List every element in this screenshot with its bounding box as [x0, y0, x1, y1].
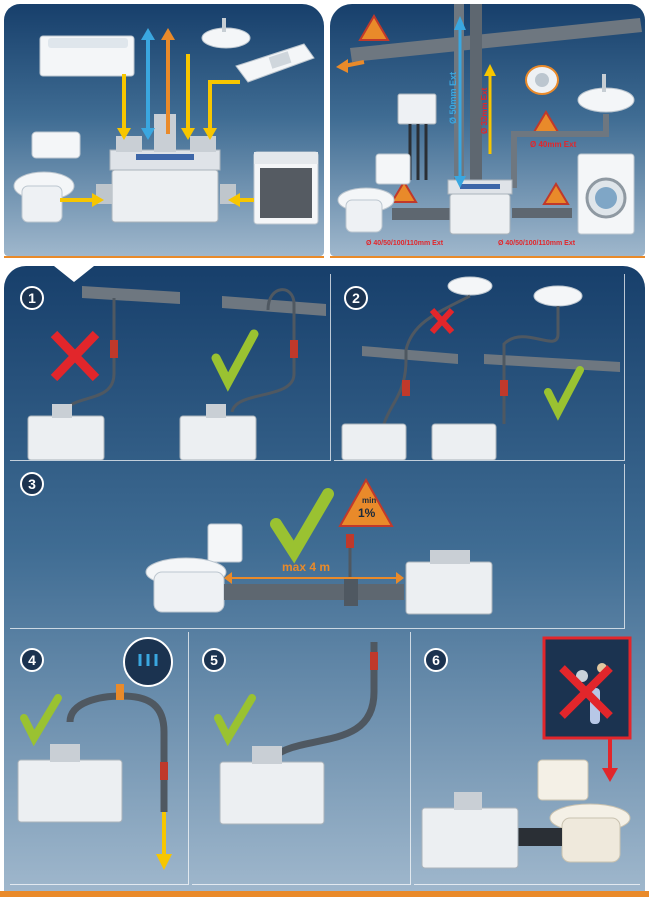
pump-unit-icon	[17, 744, 123, 823]
check-icon	[270, 488, 334, 564]
toilet-icon	[537, 759, 631, 863]
alarm-box-icon	[397, 93, 437, 125]
panel-installation: Ø 50mm Ext Ø 32mm Ext Ø 40mm Ext Ø 40/50…	[330, 4, 645, 256]
cross-icon	[559, 665, 613, 719]
inlets-illustration	[13, 18, 319, 225]
kitchen-sink-icon	[235, 43, 315, 83]
pipe-32mm-label: Ø 32mm Ext	[480, 87, 489, 134]
check-icon	[544, 366, 584, 421]
bathtub-icon	[39, 35, 135, 77]
pump-unit-icon	[405, 550, 493, 615]
sink-icon	[533, 285, 583, 307]
sink-icon	[447, 276, 493, 296]
divider-right	[330, 256, 645, 258]
inlet-left-label: Ø 40/50/100/110mm Ext	[366, 240, 444, 247]
step-2: 2	[334, 274, 625, 461]
cross-icon	[50, 330, 100, 382]
panel-steps: 1 2	[4, 266, 645, 891]
step-1: 1	[10, 274, 331, 461]
pump-unit-icon	[219, 746, 325, 825]
pipe-40mm-label: Ø 40mm Ext	[530, 140, 577, 149]
check-icon	[20, 694, 62, 747]
step-4-illustration	[17, 637, 173, 870]
pump-unit-icon	[341, 423, 407, 460]
toilet-icon	[145, 523, 243, 613]
sink-icon	[201, 18, 251, 49]
slope-warning-icon	[358, 14, 570, 205]
step-3-number: 3	[20, 472, 44, 496]
sink-icon	[577, 74, 635, 113]
divider-left	[4, 256, 324, 258]
step-1-number: 1	[20, 286, 44, 310]
step-1-illustration	[27, 286, 326, 460]
dishwasher-icon	[253, 151, 319, 225]
step-6-number: 6	[424, 648, 448, 672]
pipe-50mm-label: Ø 50mm Ext	[448, 71, 458, 124]
step-3: 3 max 4 m min	[10, 464, 625, 629]
step-6-illustration	[421, 636, 632, 869]
cross-icon	[429, 307, 455, 335]
inlet-right-label: Ø 40/50/100/110mm Ext	[498, 240, 576, 247]
pump-unit-icon	[447, 179, 513, 235]
max-distance-label: max 4 m	[282, 560, 331, 574]
check-icon	[211, 329, 259, 392]
toilet-icon	[337, 153, 411, 233]
toilet-icon	[13, 131, 81, 223]
step-4-number: 4	[20, 648, 44, 672]
pump-unit-icon	[96, 114, 236, 223]
pump-unit-icon	[27, 404, 105, 460]
panel-notch	[54, 266, 94, 282]
check-icon	[214, 694, 256, 747]
pump-unit-icon	[421, 792, 519, 869]
step-5-number: 5	[202, 648, 226, 672]
slope-percent-label: 1%	[358, 506, 376, 520]
step-6: 6	[414, 632, 640, 885]
washing-machine-icon	[577, 153, 635, 235]
slope-warning-icon	[338, 477, 394, 527]
step-4: 4	[10, 632, 189, 885]
step-5-illustration	[214, 642, 378, 825]
step-2-number: 2	[344, 286, 368, 310]
footer-bar	[0, 891, 649, 897]
slope-min-label: min	[362, 496, 377, 505]
step-2-illustration	[341, 276, 620, 460]
pump-unit-icon	[431, 423, 497, 460]
panel-inlets	[4, 4, 324, 256]
installation-illustration	[336, 4, 642, 235]
pump-unit-icon	[179, 404, 257, 460]
step-3-illustration	[145, 477, 493, 615]
step-5: 5	[192, 632, 411, 885]
